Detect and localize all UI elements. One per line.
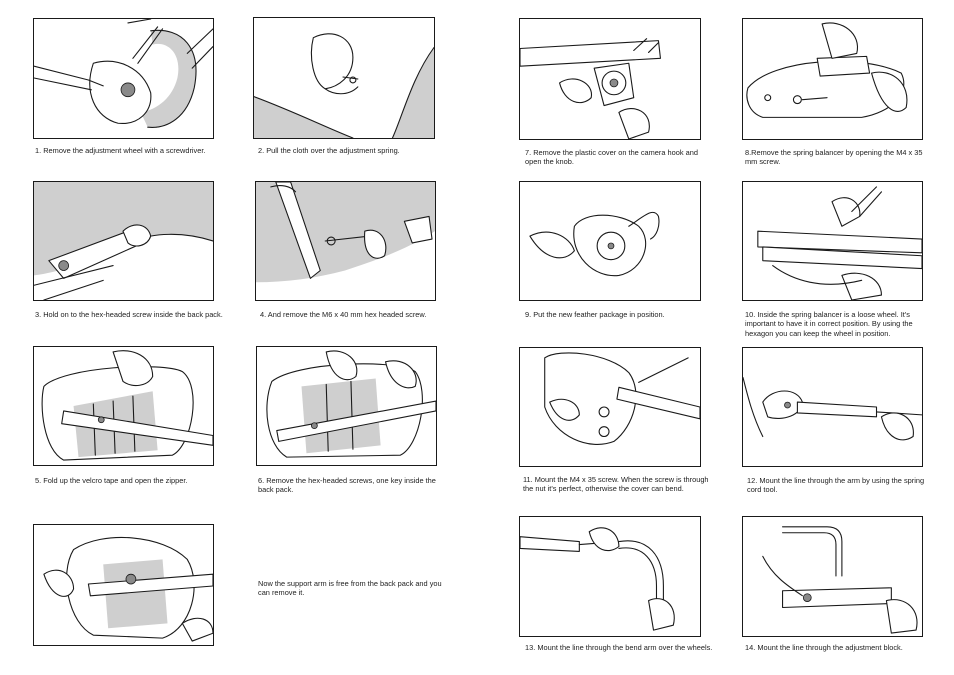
step-3-illustration (33, 181, 214, 301)
step-9-caption: 9. Put the new feather package in positi… (525, 310, 665, 319)
step-free-caption: Now the support arm is free from the bac… (258, 579, 442, 598)
step-13-illustration (519, 516, 701, 637)
step-7-caption: 7. Remove the plastic cover on the camer… (525, 148, 698, 167)
step-1-caption: 1. Remove the adjustment wheel with a sc… (35, 146, 206, 155)
step-8-illustration (742, 18, 923, 140)
step-2-caption: 2. Pull the cloth over the adjustment sp… (258, 146, 400, 155)
step-4-illustration (255, 181, 436, 301)
step-11-caption: 11. Mount the M4 x 35 screw. When the sc… (523, 475, 709, 494)
step-7-illustration (519, 18, 701, 140)
step-5-illustration (33, 346, 214, 466)
step-9-illustration (519, 181, 701, 301)
step-6-caption: 6. Remove the hex-headed screws, one key… (258, 476, 436, 495)
step-10-illustration (742, 181, 923, 301)
step-free-illustration (33, 524, 214, 646)
step-1-illustration (33, 18, 214, 139)
step-11-illustration (519, 347, 701, 467)
step-6-illustration (256, 346, 437, 466)
step-8-caption: 8.Remove the spring balancer by opening … (745, 148, 923, 167)
step-4-caption: 4. And remove the M6 x 40 mm hex headed … (260, 310, 427, 319)
step-2-illustration (253, 17, 435, 139)
step-12-illustration (742, 347, 923, 467)
step-13-caption: 13. Mount the line through the bend arm … (525, 643, 713, 652)
step-5-caption: 5. Fold up the velcro tape and open the … (35, 476, 188, 485)
step-3-caption: 3. Hold on to the hex-headed screw insid… (35, 310, 223, 319)
step-10-caption: 10. Inside the spring balancer is a loos… (745, 310, 913, 338)
step-14-caption: 14. Mount the line through the adjustmen… (745, 643, 903, 652)
step-14-illustration (742, 516, 923, 637)
step-12-caption: 12. Mount the line through the arm by us… (747, 476, 925, 495)
